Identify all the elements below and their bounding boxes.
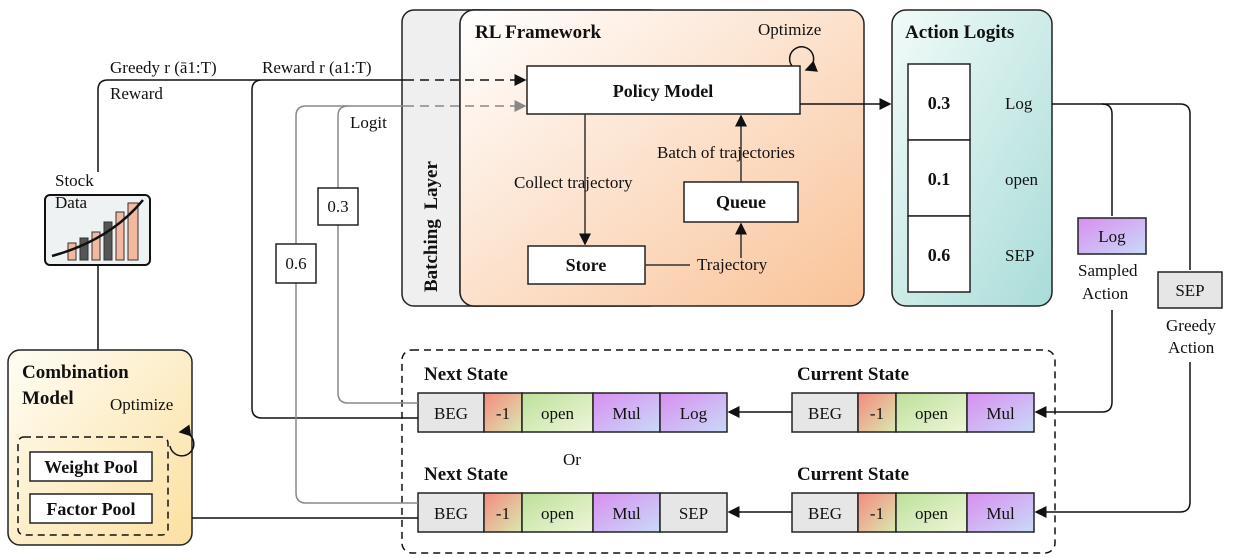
next-state-token (659, 392, 728, 433)
batch-trajectories-label: Batch of trajectories (657, 143, 795, 162)
stock-label: Stock (55, 171, 94, 190)
logit-token-label: SEP (1005, 246, 1034, 265)
token-label: BEG (434, 404, 468, 423)
current-state-token (857, 492, 897, 533)
greedy-action-label-2: Action (1168, 338, 1215, 357)
next-state-token (417, 492, 485, 533)
next-state-label: Next State (424, 364, 508, 385)
logit-value: 0.1 (928, 169, 951, 189)
token-label: BEG (434, 504, 468, 523)
stock-chart-icon (44, 194, 151, 266)
logit-label: Logit (350, 113, 387, 132)
logit-value-box-2 (275, 243, 317, 284)
token-label: open (915, 404, 949, 423)
weight-pool-label: Weight Pool (44, 457, 138, 477)
greedy-action-label: Greedy (1166, 316, 1217, 335)
token-label: Mul (612, 504, 641, 523)
logit-value: 0.3 (928, 93, 951, 113)
action-logits-title: Action Logits (905, 22, 1014, 43)
current-state-token (966, 392, 1035, 433)
state-region (401, 349, 1056, 554)
combination-title-2: Model (22, 388, 74, 409)
next-state-token (521, 392, 594, 433)
current-state-label: Current State (797, 364, 909, 385)
queue-label: Queue (716, 192, 766, 212)
current-state-token (857, 392, 897, 433)
token-label: SEP (679, 504, 708, 523)
token-label: Mul (986, 504, 1015, 523)
token-label: BEG (808, 404, 842, 423)
next-state-token (483, 492, 523, 533)
current-state-token (966, 492, 1035, 533)
rl-framework-title: RL Framework (475, 22, 602, 43)
token-label: -1 (870, 404, 884, 423)
greedy-token-label: SEP (1175, 281, 1204, 300)
collect-trajectory-label: Collect trajectory (514, 173, 633, 192)
reward-label: Reward r (a1:T) (262, 58, 372, 77)
queue-box (683, 181, 799, 223)
sampled-token-label: Log (1098, 227, 1126, 246)
token-label: Mul (986, 404, 1015, 423)
stock-label-2: Data (55, 193, 88, 212)
combination-optimize-label: Optimize (110, 395, 173, 414)
optimize-label: Optimize (758, 20, 821, 39)
factor-pool-label: Factor Pool (46, 499, 135, 519)
store-label: Store (566, 255, 607, 275)
current-state-token (895, 392, 968, 433)
logit-box (907, 215, 971, 293)
token-label: Mul (612, 404, 641, 423)
or-label: Or (563, 450, 581, 469)
factor-pool-box (29, 493, 153, 524)
sampled-action-label-2: Action (1082, 284, 1129, 303)
policy-model-label: Policy Model (613, 81, 713, 101)
logit-token-label: Log (1005, 94, 1033, 113)
sampled-action-label: Sampled (1078, 261, 1138, 280)
current-state-token (791, 492, 859, 533)
logit-box (907, 63, 971, 141)
next-state-token (659, 492, 728, 533)
logit-value: 0.6 (928, 245, 951, 265)
batching-layer-label: Batching Layer (421, 161, 442, 292)
greedy-reward-label-2: Reward (110, 84, 163, 103)
logit-value-1: 0.3 (327, 197, 348, 216)
store-box (527, 245, 646, 285)
logit-value-2: 0.6 (285, 254, 306, 273)
current-state-label: Current State (797, 464, 909, 485)
greedy-action-token (1157, 271, 1223, 309)
greedy-reward-label: Greedy r (ā1:T) (110, 58, 217, 77)
combination-title: Combination (22, 362, 129, 383)
token-label: -1 (496, 404, 510, 423)
token-label: BEG (808, 504, 842, 523)
trajectory-label: Trajectory (697, 255, 768, 274)
next-state-label: Next State (424, 464, 508, 485)
token-label: open (915, 504, 949, 523)
logit-value-box-1 (317, 187, 359, 226)
optimize-loop-icon (788, 46, 818, 72)
logit-box (907, 139, 971, 217)
token-label: Log (680, 404, 708, 423)
combination-optimize-loop-icon (169, 424, 195, 457)
logit-token-label: open (1005, 170, 1039, 189)
token-label: open (541, 404, 575, 423)
next-state-token (417, 392, 485, 433)
policy-model-box (526, 65, 801, 115)
token-label: open (541, 504, 575, 523)
sampled-action-token (1077, 217, 1147, 255)
current-state-token (895, 492, 968, 533)
token-label: -1 (870, 504, 884, 523)
token-label: -1 (496, 504, 510, 523)
weight-pool-box (29, 451, 153, 482)
